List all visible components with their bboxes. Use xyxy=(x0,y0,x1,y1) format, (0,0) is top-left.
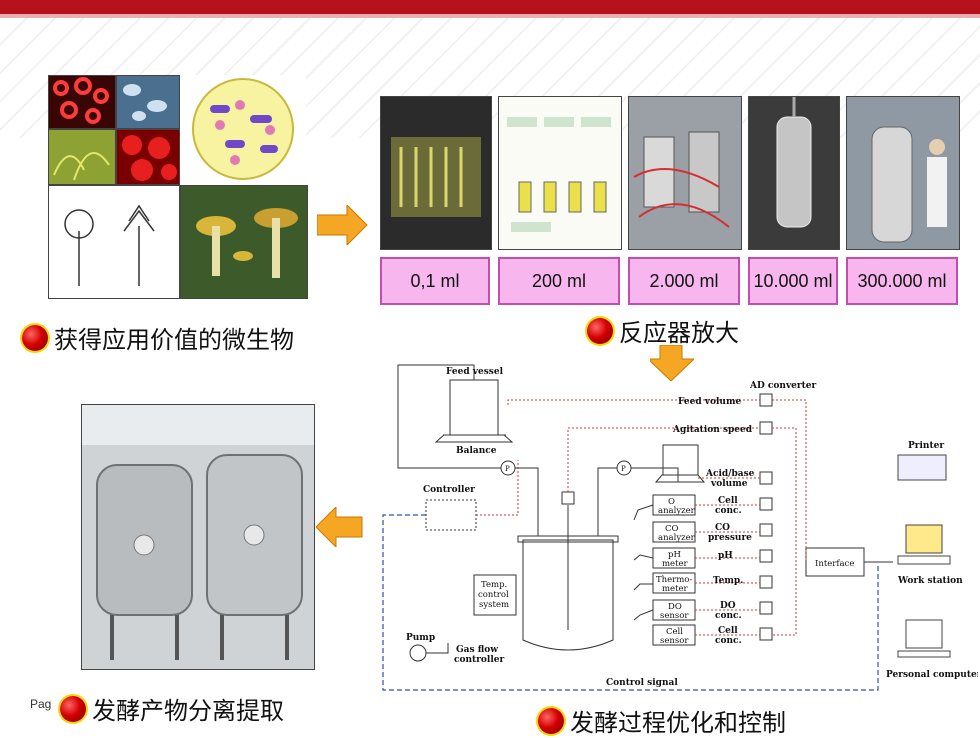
cell-sensor-label-2: sensor xyxy=(660,636,689,646)
microbe-collage xyxy=(48,75,308,299)
control-signal-label: Control signal xyxy=(606,678,678,688)
process-control-diagram: Feed vessel Balance AD converter Feed vo… xyxy=(382,364,978,691)
volume-label-300000ml: 300.000 ml xyxy=(846,257,958,305)
caption-text: 发酵过程优化和控制 xyxy=(570,709,786,737)
thermometer-label: Thermo- xyxy=(656,575,692,585)
cells-microscope-image xyxy=(116,75,180,129)
bacteria-red-image xyxy=(48,75,116,129)
red-bullet-icon xyxy=(538,707,564,734)
volume-text: 10.000 ml xyxy=(753,270,833,291)
volume-text: 0,1 ml xyxy=(410,270,460,291)
o2-analyzer-label: O xyxy=(668,497,675,507)
title-bar-shadow xyxy=(0,14,980,18)
red-bullet-icon xyxy=(22,324,48,351)
caption-separation: 发酵产物分离提取 xyxy=(60,691,284,726)
personal-computer-label: Personal computer xyxy=(886,670,978,680)
cell-sensor-label: Cell xyxy=(666,627,683,637)
gas-flow-label-2: controller xyxy=(454,655,504,665)
pump-label: Pump xyxy=(406,633,435,643)
temp-control-label-2: control xyxy=(478,590,509,600)
cell-diagram-image xyxy=(180,75,306,183)
temp-label: Temp. xyxy=(713,576,743,586)
printer-label: Printer xyxy=(908,441,944,451)
temp-control-label: Temp. xyxy=(481,580,507,590)
do-sensor-label-2: sensor xyxy=(660,611,689,621)
mold-drawing-image xyxy=(48,185,180,299)
feed-vessel-label: Feed vessel xyxy=(446,367,504,377)
co2-analyzer-label: CO xyxy=(665,524,679,534)
caption-text: 反应器放大 xyxy=(619,319,739,347)
red-bullet-icon xyxy=(60,695,86,722)
ph-label: pH xyxy=(718,551,733,561)
o2-analyzer-label-2: analyzer xyxy=(658,506,696,516)
title-bar xyxy=(0,0,980,14)
mushroom-image xyxy=(180,185,308,299)
caption-scaleup: 反应器放大 xyxy=(587,313,739,348)
caption-text: 发酵产物分离提取 xyxy=(92,697,284,725)
caption-control: 发酵过程优化和控制 xyxy=(538,703,786,738)
pump-p-label: P xyxy=(505,465,510,473)
feed-volume-label: Feed volume xyxy=(678,397,741,407)
ph-meter-label: pH xyxy=(668,550,681,560)
co2-analyzer-label-2: analyzer xyxy=(658,533,696,543)
co2-pressure-label-2: pressure xyxy=(708,533,752,543)
thermometer-label-2: meter xyxy=(662,584,689,594)
reactor-200ml-image xyxy=(498,96,622,250)
gas-flow-label: Gas flow xyxy=(456,645,498,655)
volume-label-2000ml: 2.000 ml xyxy=(628,257,740,305)
do-conc-label: DO xyxy=(720,601,736,611)
controller-label: Controller xyxy=(423,485,475,495)
interface-label: Interface xyxy=(815,559,854,569)
cell-conc-label: Cell xyxy=(718,496,738,506)
arrow-down-icon xyxy=(650,345,694,381)
blood-cells-image xyxy=(116,129,180,185)
reactor-10000ml-image xyxy=(748,96,840,250)
do-conc-label-2: conc. xyxy=(715,611,742,621)
cell-conc-label-2: conc. xyxy=(715,506,742,516)
caption-text: 获得应用价值的微生物 xyxy=(54,326,294,354)
volume-text: 200 ml xyxy=(531,270,587,291)
do-sensor-label: DO xyxy=(668,602,682,612)
agitation-speed-label: Agitation speed xyxy=(672,425,753,435)
cell-conc2-label: Cell xyxy=(718,626,738,636)
reactor-2000ml-image xyxy=(628,96,742,250)
fermentation-tanks-image xyxy=(81,404,315,670)
red-bullet-icon xyxy=(587,317,613,344)
page-label: Pag xyxy=(30,697,52,711)
caption-microbe: 获得应用价值的微生物 xyxy=(22,320,294,355)
fungi-green-image xyxy=(48,129,116,185)
volume-text: 2.000 ml xyxy=(649,270,719,291)
acid-base-label-2: volume xyxy=(710,479,748,489)
work-station-label: Work station xyxy=(897,576,963,586)
ph-meter-label-2: meter xyxy=(662,559,689,569)
pump-p-label-2: P xyxy=(621,465,626,473)
volume-label-01ml: 0,1 ml xyxy=(380,257,490,305)
volume-label-10000ml: 10.000 ml xyxy=(748,257,838,305)
temp-control-label-3: system xyxy=(479,600,509,610)
cell-conc2-label-2: conc. xyxy=(715,636,742,646)
ad-converter-label: AD converter xyxy=(749,381,817,391)
balance-label: Balance xyxy=(456,446,497,456)
co2-pressure-label: CO xyxy=(715,523,730,533)
volume-text: 300.000 ml xyxy=(857,270,947,291)
arrow-right-icon xyxy=(317,205,368,245)
reactor-01ml-image xyxy=(380,96,492,250)
arrow-left-icon xyxy=(316,507,363,547)
reactor-300000ml-image xyxy=(846,96,960,250)
acid-base-label: Acid/base xyxy=(705,469,755,479)
volume-label-200ml: 200 ml xyxy=(498,257,620,305)
